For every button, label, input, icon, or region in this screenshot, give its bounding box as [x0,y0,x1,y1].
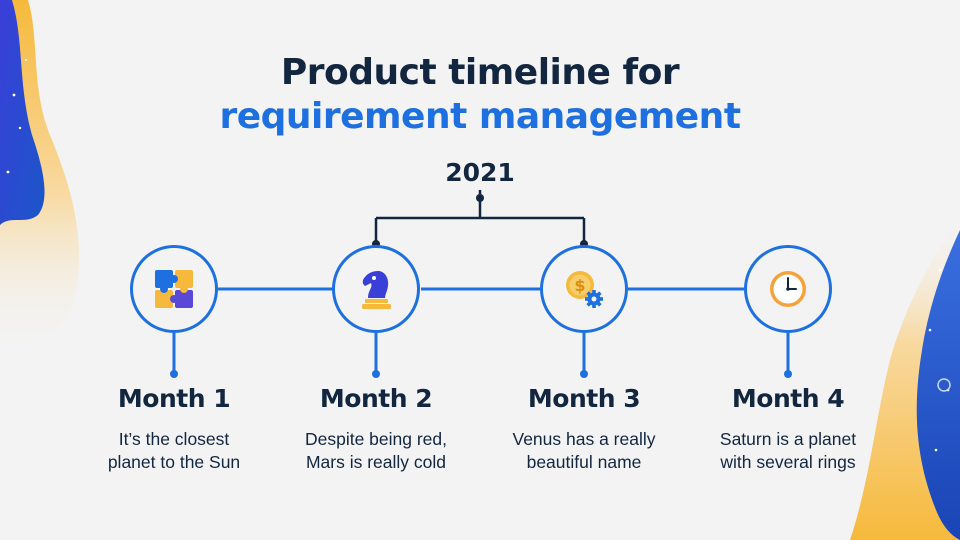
chess-knight-icon [362,271,391,309]
milestone-node-2 [332,245,420,333]
milestone-desc-4-line1: Saturn is a planet [719,429,857,449]
milestone-label-2: Month 2 [319,384,433,413]
milestone-desc-1: It’s the closest planet to the Sun [74,428,274,474]
year-label: 2021 [445,158,515,187]
milestone-desc-4-line2: with several rings [720,452,856,472]
milestone-label-1: Month 1 [117,384,231,413]
puzzle-icon [155,270,193,308]
page-title-line1: Product timeline for [280,52,680,93]
svg-text:$: $ [574,276,585,295]
milestone-desc-2-line2: Mars is really cold [305,452,447,472]
page-title-line2: requirement management [219,96,741,137]
left-wave-decoration [0,0,79,350]
milestone-node-3: $ [540,245,628,333]
milestone-desc-1-line2: planet to the Sun [107,452,241,472]
clock-icon [770,271,806,307]
coin-gear-icon: $ [566,271,603,308]
milestone-desc-3-line1: Venus has a really [512,429,656,449]
milestone-desc-2-line1: Despite being red, [304,429,448,449]
milestone-desc-3: Venus has a really beautiful name [484,428,684,474]
milestone-label-4: Month 4 [731,384,845,413]
right-wave-decoration [850,210,960,540]
milestone-desc-3-line2: beautiful name [526,452,642,472]
milestone-desc-2: Despite being red, Mars is really cold [276,428,476,474]
milestone-node-4 [744,245,832,333]
milestone-desc-4: Saturn is a planet with several rings [688,428,888,474]
milestone-node-1 [130,245,218,333]
milestone-desc-1-line1: It’s the closest [118,429,230,449]
milestone-label-3: Month 3 [527,384,641,413]
